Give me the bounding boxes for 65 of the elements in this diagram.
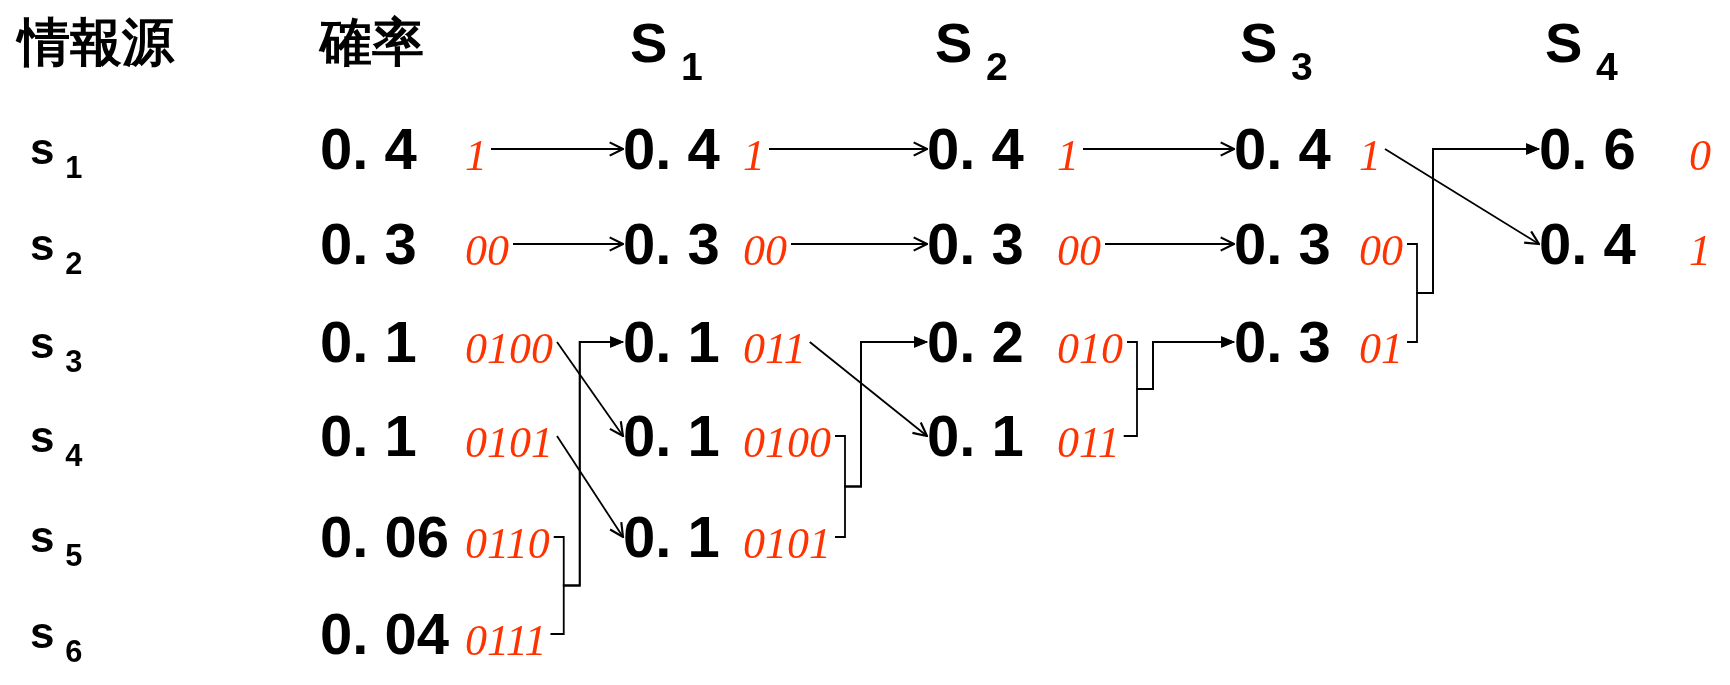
code-word: 1 <box>743 131 765 181</box>
probability-value: 0. 1 <box>623 404 721 468</box>
stage-header: S$_{2}$ <box>935 10 1008 89</box>
code-word: 0100 <box>743 418 831 468</box>
arrow <box>768 141 929 157</box>
arrow <box>1104 236 1236 252</box>
source-symbol: s$_{3}$ <box>30 318 83 380</box>
code-word: 01 <box>1359 324 1403 374</box>
probability-value: 0. 1 <box>927 404 1025 468</box>
column-header: 確率 <box>320 12 424 73</box>
arrow <box>556 341 625 438</box>
arrow <box>808 341 929 438</box>
code-word: 010 <box>1057 324 1123 374</box>
code-word: 011 <box>743 324 806 374</box>
probability-value: 0. 06 <box>320 505 450 569</box>
probability-value: 0. 1 <box>320 404 418 468</box>
code-word: 0101 <box>743 519 831 569</box>
stage-header: S$_{1}$ <box>630 10 703 89</box>
probability-value: 0. 4 <box>927 117 1025 181</box>
code-word: 0 <box>1689 131 1711 181</box>
probability-value: 0. 3 <box>1234 310 1332 374</box>
probability-value: 0. 4 <box>1539 212 1637 276</box>
arrow <box>834 336 929 538</box>
probability-value: 0. 4 <box>320 117 418 181</box>
probability-value: 0. 1 <box>623 505 721 569</box>
code-word: 1 <box>465 131 487 181</box>
code-word: 1 <box>1689 226 1711 276</box>
arrow <box>1384 148 1541 246</box>
stage-header: S$_{3}$ <box>1240 10 1313 89</box>
probability-value: 0. 1 <box>623 310 721 374</box>
source-symbol: s$_{2}$ <box>30 220 83 282</box>
probability-value: 0. 3 <box>1234 212 1332 276</box>
stage-header: S$_{4}$ <box>1545 10 1618 89</box>
arrow <box>1122 336 1236 437</box>
code-word: 1 <box>1359 131 1381 181</box>
source-symbol: s$_{6}$ <box>30 608 83 670</box>
code-word: 0100 <box>465 324 553 374</box>
code-word: 00 <box>1057 226 1101 276</box>
probability-value: 0. 2 <box>927 310 1025 374</box>
arrow <box>512 236 625 252</box>
arrow <box>490 141 625 157</box>
code-word: 00 <box>1359 226 1403 276</box>
probability-value: 0. 3 <box>623 212 721 276</box>
code-word: 011 <box>1057 418 1120 468</box>
code-word: 1 <box>1057 131 1079 181</box>
source-symbol: s$_{4}$ <box>30 412 83 474</box>
probability-value: 0. 4 <box>1234 117 1332 181</box>
arrow <box>549 336 625 635</box>
probability-value: 0. 3 <box>927 212 1025 276</box>
code-word: 00 <box>465 226 509 276</box>
arrow <box>556 435 625 539</box>
probability-value: 0. 4 <box>623 117 721 181</box>
probability-value: 0. 04 <box>320 602 450 666</box>
probability-value: 0. 3 <box>320 212 418 276</box>
source-symbol: s$_{1}$ <box>30 124 83 186</box>
code-word: 00 <box>743 226 787 276</box>
arrow <box>1406 143 1541 343</box>
code-word: 0110 <box>465 519 550 569</box>
probability-value: 0. 1 <box>320 310 418 374</box>
arrow <box>1082 141 1236 157</box>
code-word: 0111 <box>465 616 547 666</box>
code-word: 0101 <box>465 418 553 468</box>
probability-value: 0. 6 <box>1539 117 1637 181</box>
arrow <box>790 236 929 252</box>
source-symbol: s$_{5}$ <box>30 512 83 574</box>
